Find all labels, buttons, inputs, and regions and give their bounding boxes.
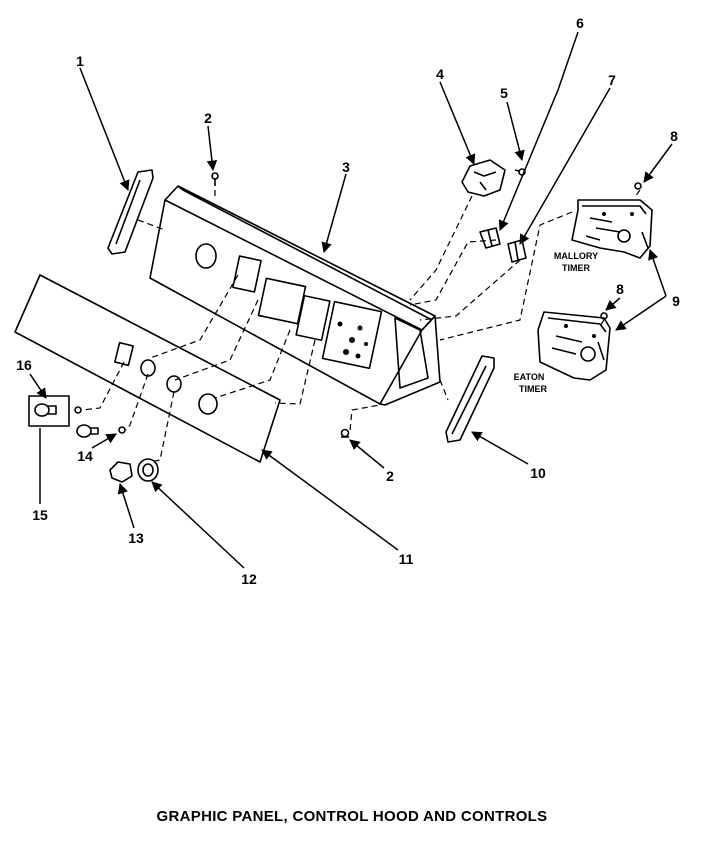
callout-2-top: 2 — [204, 110, 212, 126]
callout-5: 5 — [500, 85, 508, 101]
callout-9: 9 — [672, 293, 680, 309]
callout-1: 1 — [76, 53, 84, 69]
mallory-timer — [571, 199, 653, 259]
left-end-cap — [107, 169, 154, 255]
eaton-label-line2: TIMER — [519, 384, 547, 394]
callout-16: 16 — [16, 357, 32, 373]
callout-7: 7 — [608, 72, 616, 88]
screw-bottom — [340, 428, 350, 438]
push-knob-6 — [479, 227, 501, 249]
callout-8-upper: 8 — [670, 128, 678, 144]
callout-8-lower: 8 — [616, 281, 624, 297]
leader-lines — [29, 31, 673, 569]
knob-insert — [109, 461, 133, 483]
timer-screw-top — [634, 182, 642, 190]
push-knob-7 — [507, 239, 527, 263]
callout-13: 13 — [128, 530, 144, 546]
rotary-switch — [461, 159, 506, 197]
assembly-lines — [81, 189, 641, 463]
eaton-label-line1: EATON — [514, 372, 545, 382]
graphic-panel — [14, 274, 281, 463]
callout-15: 15 — [32, 507, 48, 523]
diagram-caption: GRAPHIC PANEL, CONTROL HOOD AND CONTROLS — [156, 808, 548, 825]
indicator-light-assembly — [28, 395, 82, 427]
callout-12: 12 — [241, 571, 257, 587]
callout-3: 3 — [342, 159, 350, 175]
mallory-label-line1: MALLORY — [554, 251, 598, 261]
callout-14: 14 — [77, 448, 93, 464]
callout-4: 4 — [436, 66, 444, 82]
screw-top — [211, 172, 219, 186]
mallory-label-line2: TIMER — [562, 263, 590, 273]
callout-11: 11 — [399, 551, 414, 567]
control-hood — [149, 185, 441, 406]
callout-10: 10 — [530, 465, 546, 481]
callout-6: 6 — [576, 15, 584, 31]
callout-2-bottom: 2 — [386, 468, 394, 484]
right-end-cap — [445, 355, 495, 443]
control-knob — [137, 458, 159, 482]
small-lamp — [76, 424, 126, 438]
eaton-timer — [537, 311, 611, 381]
